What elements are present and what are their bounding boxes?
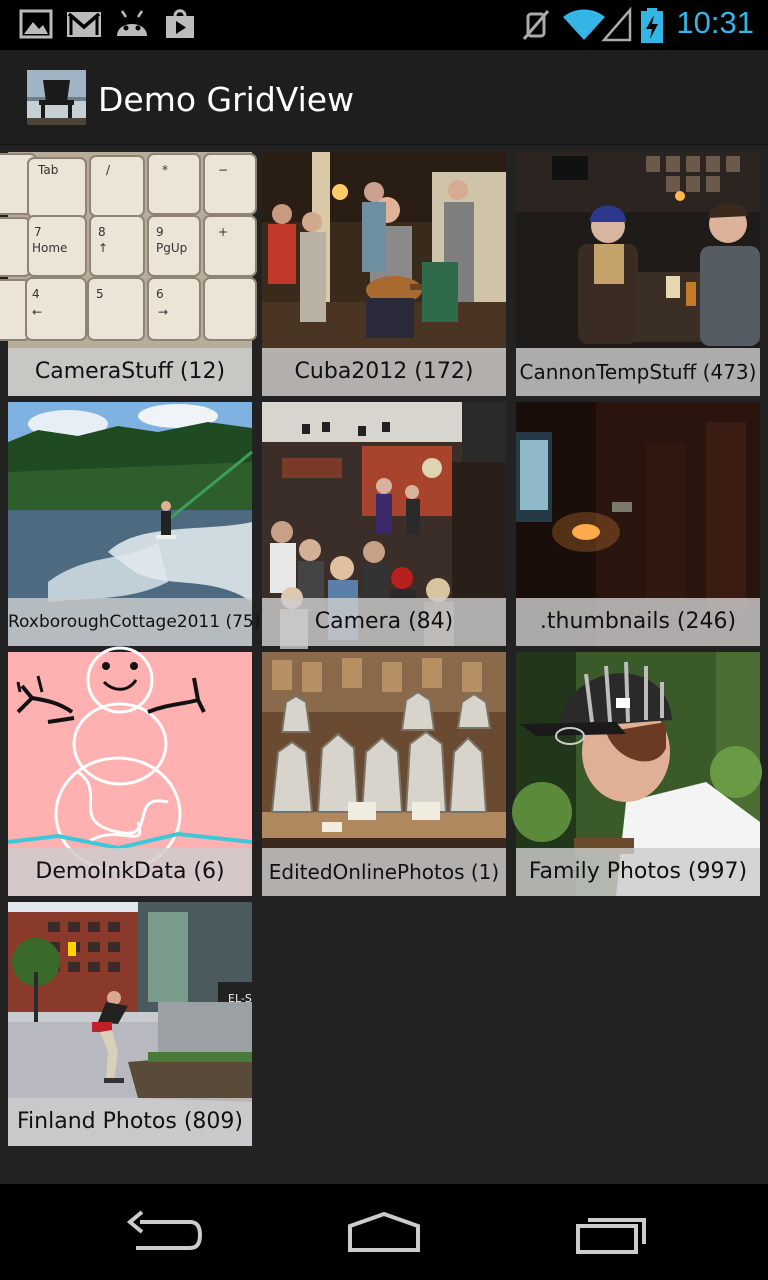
action-bar	[0, 50, 768, 145]
album-tile[interactable]: CannonTempStuff (473)	[516, 152, 760, 396]
svg-text:EL-S: EL-S	[228, 992, 252, 1005]
clock: 10:31	[676, 5, 754, 40]
svg-text:7: 7	[34, 225, 42, 239]
mute-icon	[522, 10, 550, 40]
album-label: DemoInkData (6)	[8, 848, 252, 896]
album-label: Family Photos (997)	[516, 848, 760, 896]
svg-text:−: −	[218, 163, 228, 177]
svg-text:→: →	[158, 305, 168, 319]
album-label: .thumbnails (246)	[516, 598, 760, 646]
android-icon	[117, 10, 147, 36]
album-label: EditedOnlinePhotos (1)	[262, 848, 506, 896]
svg-text:/: /	[106, 163, 111, 177]
recents-icon[interactable]	[560, 1208, 660, 1258]
album-tile[interactable]: .thumbnails (246)	[516, 402, 760, 646]
page-title: Demo GridView	[98, 80, 355, 119]
status-bar: 10:31	[0, 0, 768, 50]
wifi-icon	[563, 9, 605, 40]
album-label: Finland Photos (809)	[8, 1098, 252, 1146]
svg-text:6: 6	[156, 287, 164, 301]
album-tile[interactable]: EditedOnlinePhotos (1)	[262, 652, 506, 896]
svg-text:5: 5	[96, 287, 104, 301]
album-tile[interactable]: DemoInkData (6)	[7, 646, 253, 896]
svg-text:PgUp: PgUp	[156, 241, 187, 255]
album-thumbnail	[8, 402, 253, 646]
album-label: RoxboroughCottage2011 (75)	[8, 598, 260, 646]
svg-text:Tab: Tab	[37, 163, 58, 177]
home-icon[interactable]	[334, 1208, 434, 1258]
svg-text:←: ←	[32, 305, 42, 319]
album-tile[interactable]: Camera (84)	[262, 402, 506, 649]
album-label: Camera (84)	[262, 598, 506, 646]
album-tile[interactable]: RoxboroughCottage2011 (75)	[8, 402, 260, 646]
svg-text:Home: Home	[32, 241, 67, 255]
album-tile[interactable]: Family Photos (997)	[512, 652, 762, 896]
album-label: CannonTempStuff (473)	[516, 348, 760, 396]
svg-text:4: 4	[32, 287, 40, 301]
battery-icon	[641, 8, 663, 43]
image-icon	[19, 9, 53, 39]
svg-text:8: 8	[98, 225, 106, 239]
svg-text:↑: ↑	[98, 241, 108, 255]
album-label: CameraStuff (12)	[8, 348, 252, 396]
navigation-bar	[0, 1184, 768, 1280]
album-tile[interactable]: Cuba2012 (172)	[262, 152, 506, 396]
back-icon[interactable]	[110, 1208, 210, 1258]
play-store-icon	[166, 9, 194, 38]
svg-text:9: 9	[156, 225, 164, 239]
album-label: Cuba2012 (172)	[262, 348, 506, 396]
album-tile[interactable]: EL-S Finland Photos (809)	[8, 902, 252, 1146]
svg-text:*: *	[162, 163, 168, 177]
chair-app-icon[interactable]	[27, 70, 86, 125]
gmail-icon	[67, 12, 101, 37]
signal-icon	[601, 6, 632, 42]
svg-text:+: +	[218, 225, 228, 239]
